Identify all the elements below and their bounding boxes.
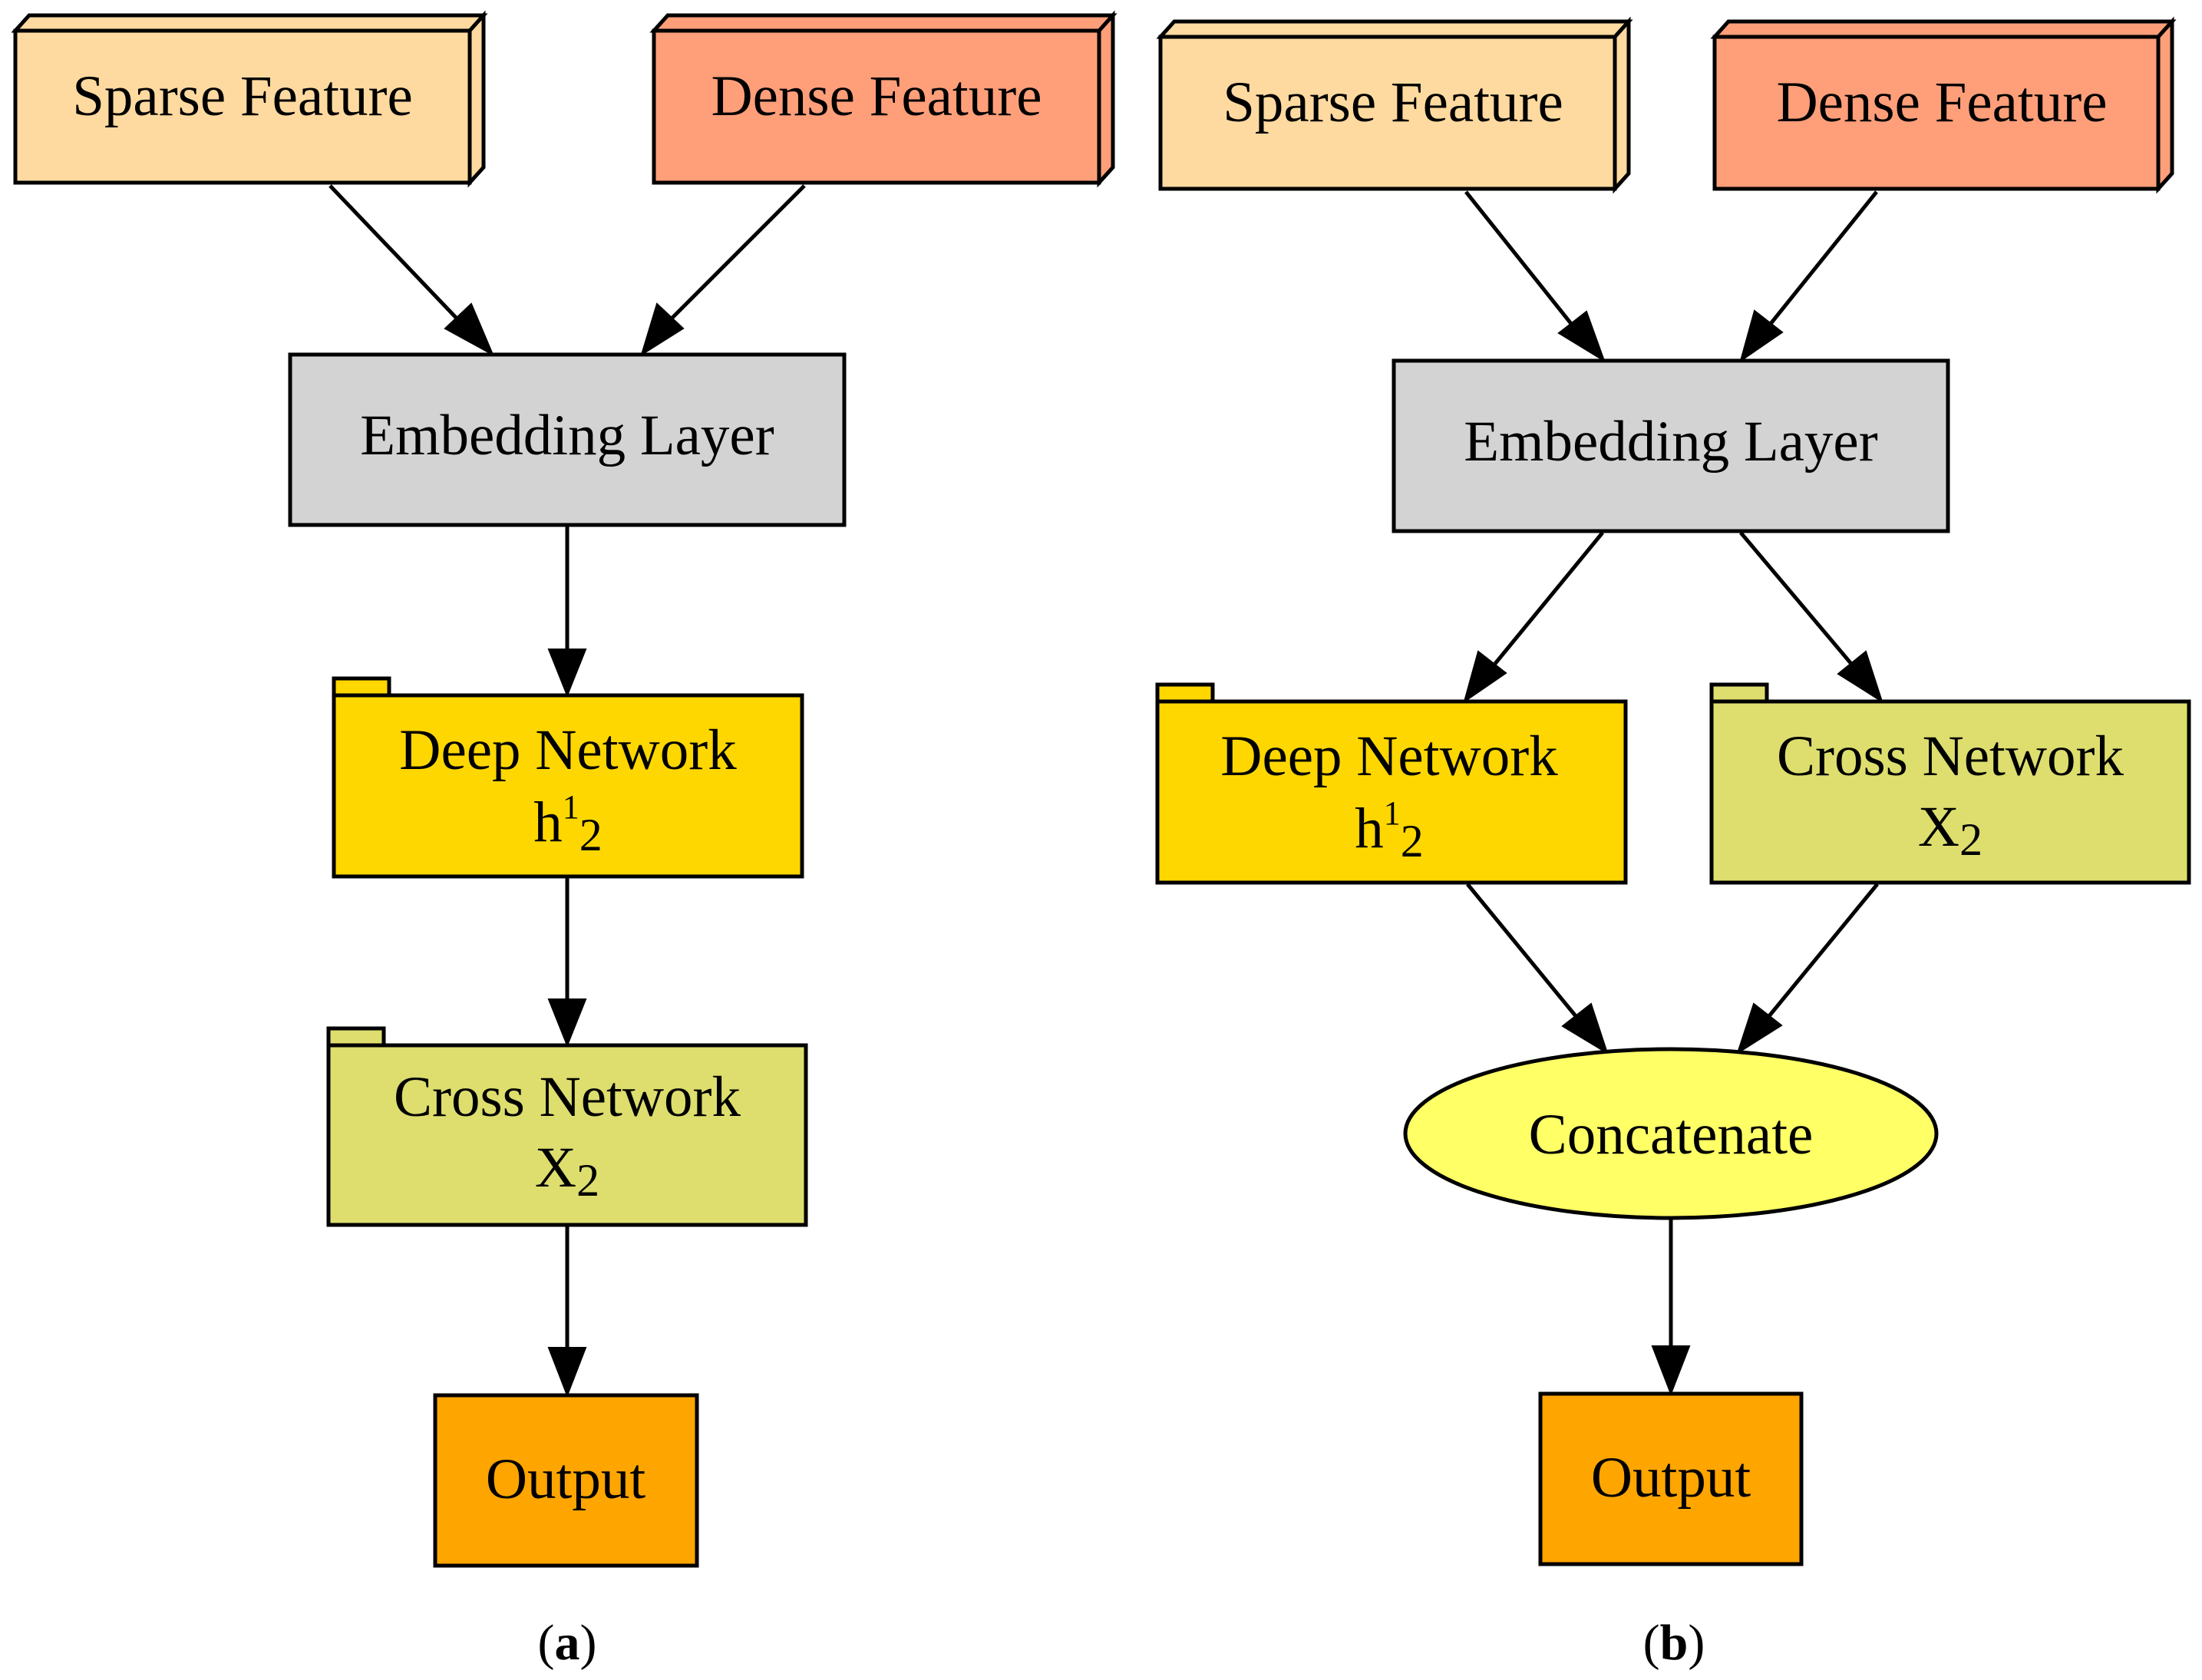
b-arrowhead (1837, 650, 1883, 704)
a-deep-network-label: Deep Network (399, 718, 737, 782)
a-embedding-layer-node: Embedding Layer (288, 352, 847, 527)
b-cross-network-label: Cross Network (1777, 724, 2124, 788)
a-edge-sparse-to-embedding (328, 184, 462, 324)
b-deep-network-formula: h12 (1355, 794, 1424, 866)
b-edge-deep-to-concat (1466, 883, 1581, 1022)
b-embedding-layer-label: Embedding Layer (1464, 410, 1877, 474)
b-dense-feature-node: Dense Feature (1710, 16, 2177, 194)
a-arrowhead (444, 302, 495, 357)
a-dense-feature-label: Dense Feature (711, 64, 1042, 128)
b-arrowhead (1557, 310, 1606, 363)
b-dense-feature-label: Dense Feature (1776, 71, 2107, 134)
a-cross-network-node: Cross Network X2 (326, 1026, 808, 1227)
a-sparse-feature-node: Sparse Feature (11, 10, 488, 188)
b-arrowhead (1739, 309, 1784, 363)
b-edge-dense-to-embedding (1765, 190, 1878, 330)
b-arrowhead (1651, 1345, 1691, 1396)
b-edge-cross-to-concat (1764, 883, 1879, 1022)
b-sparse-feature-node: Sparse Feature (1156, 16, 1633, 194)
b-arrowhead (1736, 1002, 1783, 1055)
b-arrowhead (1463, 650, 1507, 704)
b-deep-network-label: Deep Network (1220, 724, 1558, 788)
b-concatenate-node: Concatenate (1403, 1047, 1939, 1220)
a-arrowhead (547, 649, 587, 698)
caption-a: (a) (538, 1615, 597, 1671)
b-edge-embedding-to-cross (1739, 531, 1857, 671)
a-deep-network-formula: h12 (533, 788, 602, 860)
caption-b: (b) (1643, 1615, 1705, 1671)
a-arrowhead (547, 998, 587, 1048)
a-arrowhead (547, 1347, 587, 1398)
diagram-a: Sparse Feature Dense Feature Embedding L… (11, 10, 1118, 1671)
b-sparse-feature-label: Sparse Feature (1223, 71, 1563, 134)
b-cross-network-formula: X2 (1918, 795, 1982, 865)
a-cross-network-label: Cross Network (394, 1065, 741, 1129)
b-arrowhead (1561, 1002, 1609, 1055)
b-embedding-layer-node: Embedding Layer (1392, 358, 1950, 533)
b-concatenate-label: Concatenate (1529, 1103, 1814, 1167)
a-cross-network-formula: X2 (535, 1136, 599, 1206)
b-edge-embedding-to-deep (1489, 531, 1604, 671)
b-edge-sparse-to-embedding (1464, 190, 1576, 330)
a-arrowhead (640, 302, 685, 357)
b-deep-network-node: Deep Network h12 (1155, 682, 1628, 885)
a-edge-dense-to-embedding (666, 184, 806, 324)
a-sparse-feature-label: Sparse Feature (72, 64, 413, 128)
a-embedding-layer-label: Embedding Layer (360, 404, 774, 467)
b-output-label: Output (1591, 1446, 1751, 1510)
a-output-node: Output (433, 1393, 699, 1568)
b-output-node: Output (1538, 1391, 1804, 1566)
a-output-label: Output (486, 1447, 646, 1511)
a-deep-network-node: Deep Network h12 (332, 676, 804, 879)
b-cross-network-node: Cross Network X2 (1709, 682, 2191, 885)
diagram-b: Sparse Feature Dense Feature Embedding L… (1155, 16, 2191, 1671)
a-dense-feature-node: Dense Feature (649, 10, 1118, 188)
